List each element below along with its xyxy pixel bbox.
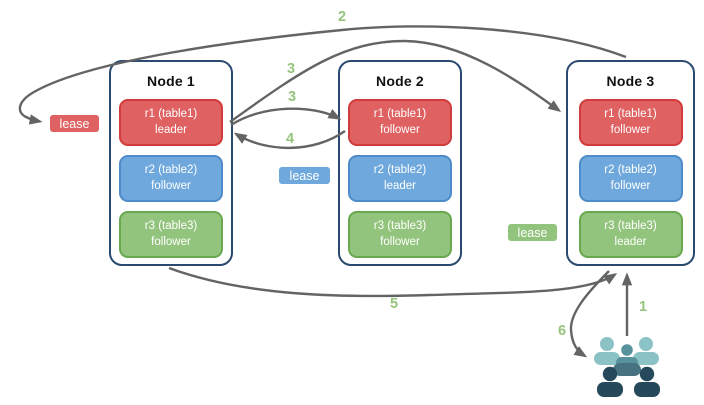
step-label-4: 4 bbox=[285, 131, 295, 147]
replica-role: follower bbox=[151, 235, 191, 248]
arrow-step-6 bbox=[569, 270, 610, 358]
replica-name: r3 (table3) bbox=[604, 220, 657, 233]
replica-role: follower bbox=[151, 179, 191, 192]
lease-blue-badge: lease bbox=[277, 165, 332, 186]
step-label-1: 1 bbox=[638, 299, 648, 315]
replica-role: leader bbox=[614, 235, 647, 248]
node-1-replica-r2: r2 (table2) follower bbox=[119, 155, 223, 202]
clients-people-icon bbox=[594, 337, 660, 397]
replica-role: follower bbox=[610, 179, 651, 192]
node-2-replica-r1: r1 (table1) follower bbox=[348, 99, 452, 146]
node-3-replica-r1: r1 (table1) follower bbox=[578, 99, 683, 146]
replica-name: r1 (table1) bbox=[604, 108, 657, 121]
arrow-step-5 bbox=[168, 266, 618, 298]
replica-role: leader bbox=[155, 123, 187, 136]
replica-name: r1 (table1) bbox=[373, 108, 427, 121]
replica-name: r2 (table2) bbox=[144, 164, 198, 177]
replica-name: r2 (table2) bbox=[604, 164, 657, 177]
node-1-title: Node 1 bbox=[147, 73, 195, 89]
step-label-3b: 3 bbox=[287, 89, 297, 105]
replica-name: r2 (table2) bbox=[373, 164, 427, 177]
node-2-replica-r3: r3 (table3) follower bbox=[348, 211, 452, 258]
node-2-replica-r2: r2 (table2) leader bbox=[348, 155, 452, 202]
replica-name: r1 (table1) bbox=[144, 108, 198, 121]
step-label-2: 2 bbox=[337, 9, 347, 25]
replica-name: r3 (table3) bbox=[373, 220, 427, 233]
lease-green-badge: lease bbox=[506, 222, 559, 243]
node-3-replica-r2: r2 (table2) follower bbox=[578, 155, 683, 202]
node-3-replica-r3: r3 (table3) leader bbox=[578, 211, 683, 258]
node-3: Node 3 r1 (table1) follower r2 (table2) … bbox=[566, 60, 695, 266]
replica-role: follower bbox=[380, 235, 420, 248]
replica-name: r3 (table3) bbox=[144, 220, 198, 233]
step-label-3a: 3 bbox=[286, 61, 296, 77]
node-1-replica-r3: r3 (table3) follower bbox=[119, 211, 223, 258]
arrow-step-3-to-node2 bbox=[230, 107, 342, 127]
lease-red-badge: lease bbox=[48, 113, 101, 134]
step-label-6: 6 bbox=[557, 323, 567, 339]
replica-role: follower bbox=[380, 123, 420, 136]
node-1: Node 1 r1 (table1) leader r2 (table2) fo… bbox=[109, 60, 233, 266]
node-2: Node 2 r1 (table1) follower r2 (table2) … bbox=[338, 60, 462, 266]
step-label-5: 5 bbox=[389, 296, 399, 312]
replica-role: leader bbox=[384, 179, 416, 192]
node-3-title: Node 3 bbox=[606, 73, 655, 89]
node-2-title: Node 2 bbox=[376, 73, 424, 89]
node-1-replica-r1: r1 (table1) leader bbox=[119, 99, 223, 146]
replica-role: follower bbox=[610, 123, 651, 136]
